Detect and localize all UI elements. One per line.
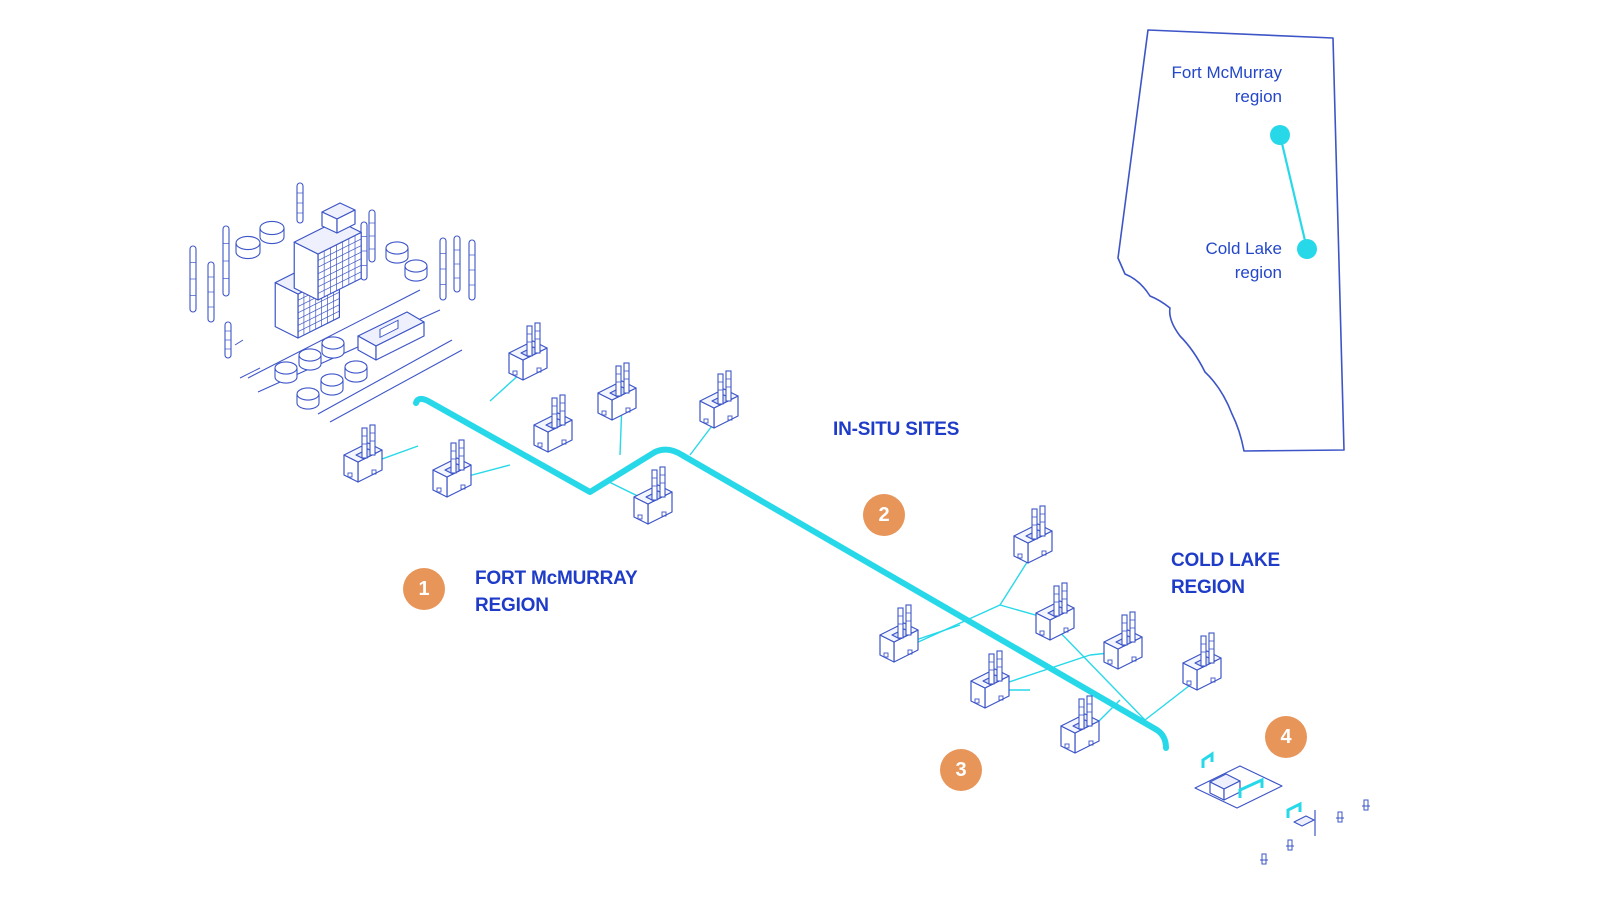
factory-icon [1035,582,1075,641]
inset-cold-lake-line1: Cold Lake [1205,239,1282,258]
process-column [368,209,376,263]
factory-icon [1103,611,1143,670]
facilities [343,322,1222,754]
delivery-station-icon [1194,751,1370,865]
process-column [453,235,461,293]
fort-mcmurray-marker [1270,125,1290,145]
wellhead-icon [1336,811,1344,823]
process-column [189,245,197,313]
branch-line [904,604,1001,649]
factory-icon [533,394,573,453]
process-column [296,182,304,224]
alberta-outline [1117,29,1345,452]
branch-line [1049,621,1146,721]
inset-fort-mcmurray-line2: region [1234,87,1282,106]
inset-cold-lake-label: Cold Lake region [1120,237,1282,285]
process-column [224,321,232,359]
inset-fort-mcmurray-line1: Fort McMurray [1171,63,1283,82]
storage-tank [404,259,428,282]
process-column [468,239,476,301]
storage-tank [274,361,298,384]
fort-mcmurray-line2: REGION [475,595,549,616]
process-column [222,225,230,297]
storage-tank [320,373,344,396]
inset-fort-mcmurray-label: Fort McMurray region [1120,61,1283,109]
process-column [360,221,368,281]
wellhead-icon [1260,853,1268,865]
cold-lake-region-label: COLD LAKE REGION [1171,547,1280,601]
alberta-inset-map [1117,29,1345,452]
process-column [207,261,215,323]
oil-sands-complex-icon [189,182,476,423]
wellhead-icon [1286,839,1294,851]
storage-tank [296,387,320,410]
factory-icon [343,424,383,483]
factory-icon [508,322,548,381]
factory-icon [1182,632,1222,691]
step-badge-4: 4 [1265,716,1307,758]
fort-mcmurray-region-label: FORT McMURRAY REGION [475,565,638,619]
factory-icon [970,650,1010,709]
step-badge-3: 3 [940,749,982,791]
step-badge-2: 2 [863,494,905,536]
storage-tank [298,348,322,371]
factory-icon [597,362,637,421]
storage-tank [321,336,345,359]
cold-lake-line1: COLD LAKE [1171,550,1281,571]
pipeline-branches [367,361,1208,736]
cold-lake-line2: REGION [1171,577,1245,598]
step-badge-1: 1 [403,568,445,610]
storage-tank [385,241,409,264]
inset-cold-lake-line2: region [1234,263,1282,282]
process-column [439,237,447,301]
factory-icon [432,439,472,498]
factory-icon [1060,695,1100,754]
storage-tank [344,360,368,383]
storage-tank [235,235,261,260]
factory-icon [1013,505,1053,564]
gridded-building [293,219,362,301]
region-connector [1278,134,1309,250]
fort-mcmurray-line1: FORT McMURRAY [475,568,638,589]
factory-icon [633,466,673,525]
wellhead-icon [1362,799,1370,811]
factory-icon [879,604,919,663]
storage-tank [259,220,285,245]
in-situ-sites-label: IN-SITU SITES [833,419,960,440]
main-pipeline [413,395,1169,751]
cold-lake-marker [1297,239,1317,259]
factory-icon [699,370,739,429]
